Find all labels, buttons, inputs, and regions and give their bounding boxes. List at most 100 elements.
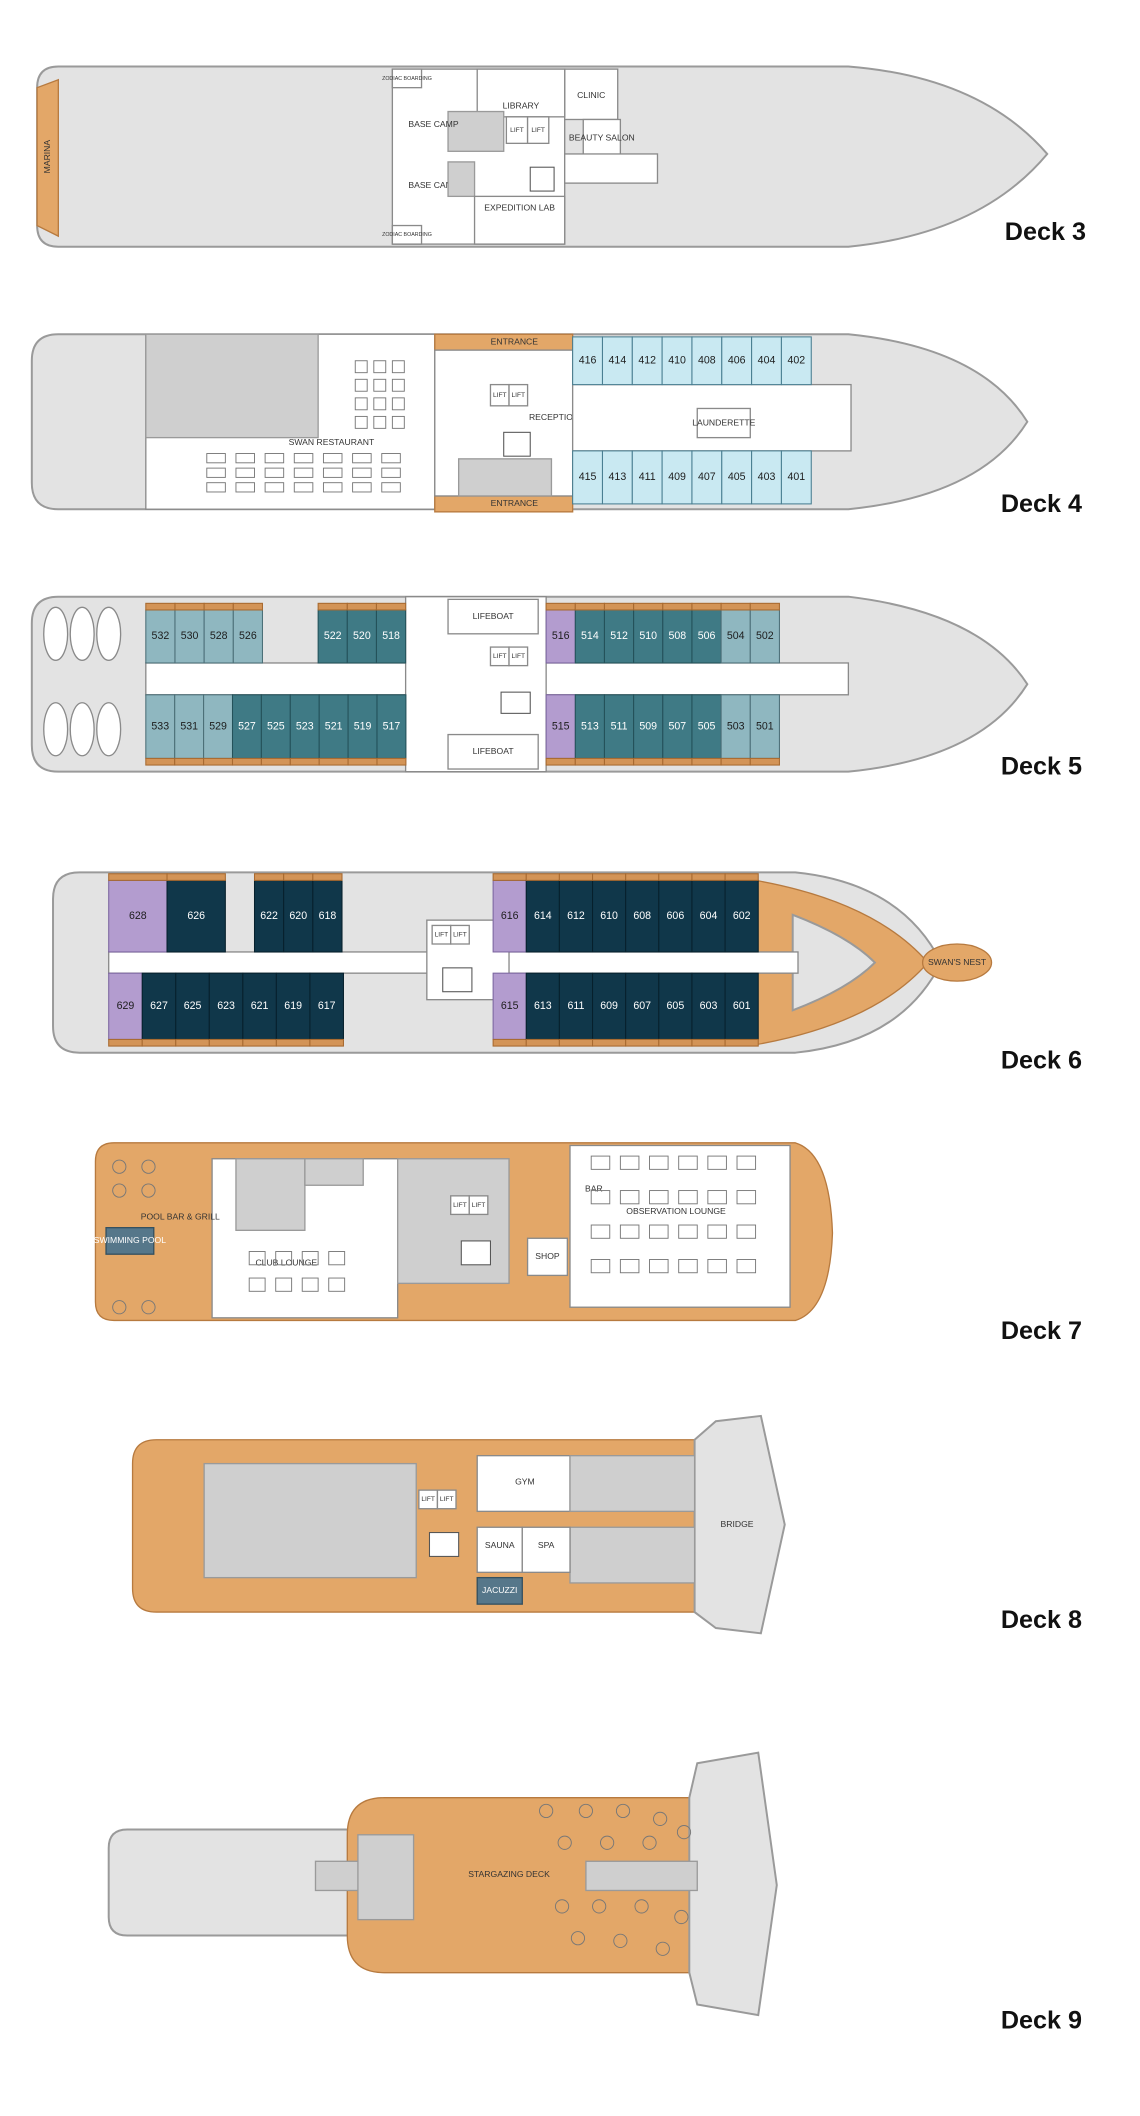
lift-1-deck8-label: LIFT bbox=[421, 1496, 435, 1503]
lounge-seating bbox=[736, 1155, 757, 1170]
restaurant-table bbox=[381, 453, 401, 464]
cabin-number: 519 bbox=[354, 720, 372, 732]
cabin-507: 507 bbox=[662, 694, 693, 766]
cabin-520: 520 bbox=[346, 602, 377, 664]
cabin-number: 527 bbox=[238, 720, 256, 732]
cabin-610-room bbox=[592, 879, 627, 953]
lift-2-deck5-label: LIFT bbox=[512, 653, 526, 660]
cabin-518: 518 bbox=[375, 602, 407, 664]
cabin-523: 523 bbox=[289, 694, 320, 766]
restaurant-table bbox=[352, 467, 372, 478]
zodiac-boarding-bottom bbox=[391, 224, 423, 245]
cabin-610: 610 bbox=[592, 873, 627, 953]
cabin-505: 505 bbox=[691, 694, 722, 766]
lounge-seating bbox=[736, 1259, 757, 1274]
lounge-seating bbox=[736, 1190, 757, 1205]
cabin-527-balcony bbox=[231, 757, 262, 766]
expedition-lab-room bbox=[473, 195, 566, 245]
restaurant-table bbox=[293, 467, 314, 478]
club-lounge-label: CLUB LOUNGE bbox=[255, 1258, 317, 1268]
cabin-number: 409 bbox=[668, 471, 686, 483]
cabin-628-balcony bbox=[108, 873, 168, 881]
restaurant-table bbox=[373, 378, 387, 392]
cabin-508-balcony bbox=[662, 602, 693, 611]
lift-2-deck5 bbox=[508, 646, 529, 667]
cabin-number: 402 bbox=[787, 355, 805, 367]
deck-4-title: Deck 4 bbox=[1001, 490, 1082, 518]
cabin-617-balcony bbox=[309, 1038, 344, 1047]
lounge-seating bbox=[707, 1155, 727, 1170]
cabin-511: 511 bbox=[603, 694, 635, 766]
cabin-number: 520 bbox=[353, 630, 371, 642]
cabin-527: 527 bbox=[231, 694, 262, 766]
deck-7-service-2 bbox=[304, 1158, 364, 1186]
gym-room bbox=[476, 1455, 571, 1513]
zodiac-boarding-top bbox=[391, 68, 423, 89]
cabin-number: 611 bbox=[568, 1000, 585, 1012]
lounge-seating bbox=[649, 1259, 669, 1274]
cabin-622-balcony bbox=[253, 873, 285, 881]
restaurant-table bbox=[293, 453, 314, 464]
swans-nest bbox=[921, 943, 993, 982]
lounge-seating bbox=[590, 1259, 611, 1274]
deck-9: STARGAZING DECK Deck 9 bbox=[107, 1751, 1082, 2034]
restaurant-table bbox=[322, 482, 343, 493]
cabin-511-room bbox=[603, 694, 635, 759]
cabin-number: 408 bbox=[698, 355, 716, 367]
cabin-530-balcony bbox=[174, 602, 205, 611]
cabin-605-room bbox=[658, 972, 693, 1040]
cabin-number: 529 bbox=[209, 720, 227, 732]
swan-restaurant-label: SWAN RESTAURANT bbox=[289, 437, 375, 447]
cabin-502: 502 bbox=[749, 602, 780, 664]
cabin-505-balcony bbox=[691, 757, 722, 766]
cabin-number: 505 bbox=[698, 720, 716, 732]
cabin-512: 512 bbox=[603, 602, 635, 664]
lift-2-deck6 bbox=[450, 924, 470, 945]
cabin-number: 406 bbox=[728, 355, 746, 367]
restaurant-table bbox=[391, 378, 405, 392]
cabin-615: 615 bbox=[492, 972, 527, 1047]
cabin-508: 508 bbox=[662, 602, 693, 664]
cabin-408-room bbox=[691, 336, 723, 386]
cabin-409: 409 bbox=[661, 450, 693, 505]
deck-table bbox=[615, 1803, 631, 1819]
deck-table bbox=[613, 1933, 628, 1948]
club-lounge-seating bbox=[275, 1277, 293, 1292]
restaurant-tables bbox=[206, 360, 405, 493]
cabin-number: 413 bbox=[609, 471, 627, 483]
cabin-414: 414 bbox=[601, 336, 633, 386]
cabin-518-balcony bbox=[375, 602, 407, 611]
cabin-533: 533 bbox=[145, 694, 176, 766]
deck-9-tables bbox=[539, 1803, 692, 1956]
cabin-number: 515 bbox=[552, 720, 570, 732]
cabin-628: 628 bbox=[108, 873, 168, 953]
restaurant-table bbox=[206, 467, 226, 478]
cabin-number: 416 bbox=[579, 355, 597, 367]
cabin-616-room bbox=[492, 879, 527, 953]
restaurant-table bbox=[206, 482, 226, 493]
deck-9-forward-wing bbox=[688, 1751, 778, 2017]
cabin-406-room bbox=[721, 336, 753, 386]
restaurant-table bbox=[322, 453, 343, 464]
lounge-seating bbox=[590, 1155, 611, 1170]
library-room bbox=[476, 68, 566, 118]
cabin-623-room bbox=[208, 972, 244, 1040]
restaurant-table bbox=[293, 482, 314, 493]
deck-table bbox=[578, 1803, 593, 1819]
clinic-label: CLINIC bbox=[577, 90, 605, 100]
cabin-613-room bbox=[525, 972, 560, 1040]
cabin-number: 530 bbox=[181, 630, 199, 642]
cabin-506: 506 bbox=[691, 602, 722, 664]
cabin-621: 621 bbox=[242, 972, 277, 1047]
lounge-seating bbox=[736, 1224, 757, 1239]
restaurant-table bbox=[235, 453, 255, 464]
lifeboat-bottom bbox=[447, 733, 539, 770]
restaurant-table bbox=[352, 482, 372, 493]
cabin-513: 513 bbox=[574, 694, 605, 766]
cabin-627: 627 bbox=[141, 972, 177, 1047]
club-lounge-seating bbox=[301, 1277, 319, 1292]
cabin-403-room bbox=[751, 450, 782, 505]
cabin-512-balcony bbox=[603, 602, 635, 611]
